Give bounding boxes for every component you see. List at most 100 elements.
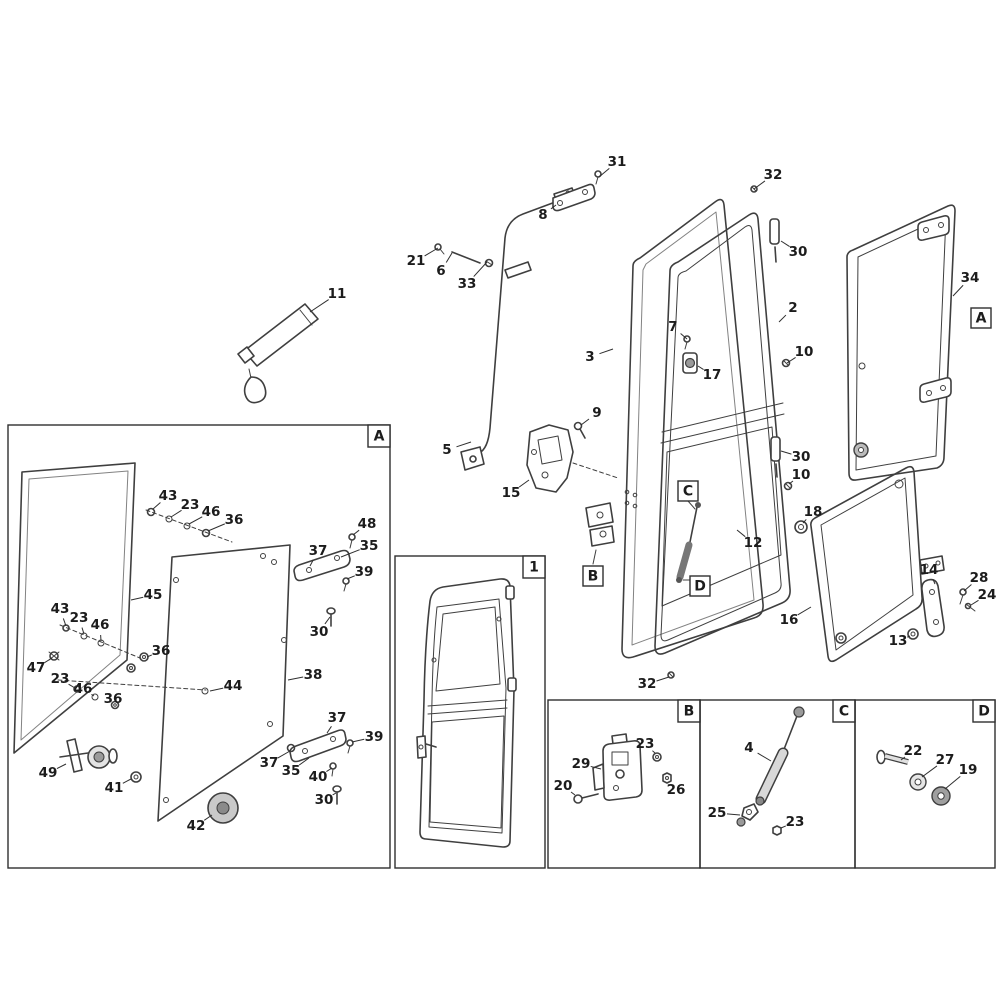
part-label-36-30: 36 — [207, 512, 244, 532]
washer-part23-b — [652, 752, 662, 762]
leader-line — [91, 693, 95, 697]
part-label-20-58: 20 — [554, 778, 576, 796]
part-label-38-46: 38 — [287, 667, 322, 683]
part-label-37-49: 37 — [260, 750, 291, 771]
part-label-17-11: 17 — [697, 365, 721, 383]
glass-part38 — [157, 544, 291, 822]
part-label-3-9: 3 — [585, 348, 614, 365]
part-number-text: 45 — [144, 587, 163, 603]
part-label-12-19: 12 — [736, 529, 762, 551]
leader-line — [736, 529, 746, 538]
part-number-text: 40 — [309, 769, 328, 785]
ref-marker-box-A — [970, 307, 992, 329]
upper-bracket-part8 — [552, 170, 758, 212]
leader-line — [445, 252, 453, 263]
part-label-42-55: 42 — [187, 814, 213, 834]
leader-line — [656, 676, 670, 682]
part-label-5-14: 5 — [442, 441, 472, 458]
part-number-text: 5 — [442, 442, 451, 458]
leader-line — [907, 635, 911, 638]
part-number-text: 13 — [889, 633, 908, 649]
leader-line — [340, 549, 360, 558]
part-label-23-57: 23 — [636, 736, 656, 754]
part-label-6-4: 6 — [436, 252, 453, 279]
screw-part32-bottom — [667, 671, 675, 679]
ref-marker-box-C — [677, 480, 699, 502]
part-number-text: 47 — [27, 660, 46, 676]
detail-1-contents — [416, 578, 517, 848]
part-number-text: 43 — [159, 488, 178, 504]
part-number-text: 33 — [458, 276, 477, 292]
part-number-text: 36 — [225, 512, 244, 528]
section-D: D — [854, 699, 996, 869]
leader-line — [788, 480, 794, 485]
part-label-13-24: 13 — [889, 633, 911, 649]
lower-pane-part12 — [661, 426, 782, 607]
strut-part4 — [757, 749, 787, 803]
section-label-1: 1 — [529, 560, 539, 576]
part-label-35-33: 35 — [340, 538, 378, 558]
diagram-artwork — [13, 170, 976, 848]
part-label-34-8: 34 — [952, 270, 979, 297]
section-label-box-D — [972, 699, 996, 723]
screw-part9 — [573, 421, 583, 431]
part-number-text: 41 — [105, 780, 124, 796]
part-label-25-61: 25 — [708, 805, 741, 821]
leader-line — [326, 726, 332, 734]
part-number-text: 24 — [978, 587, 997, 603]
ref-marker-box-D — [689, 575, 711, 597]
part-label-11-26: 11 — [309, 286, 347, 313]
leader-line — [580, 418, 590, 426]
part-number-text: 21 — [407, 253, 426, 269]
ref-marker-box-B — [582, 565, 604, 587]
part-number-text: 32 — [764, 167, 783, 183]
latch-bracket-part15 — [526, 421, 619, 493]
part-label-46-38: 46 — [91, 617, 109, 642]
part-number-text: 15 — [502, 485, 521, 501]
part-label-36-39: 36 — [146, 643, 171, 659]
section-border-1 — [394, 555, 546, 869]
leader-line — [970, 599, 979, 606]
part-label-46-29: 46 — [188, 504, 220, 525]
leader-line — [81, 627, 85, 635]
door-frame-part2 — [654, 212, 791, 655]
ref-marker-label-C: C — [683, 484, 693, 500]
wing-bolt-part47 — [49, 651, 59, 661]
leader-line — [56, 763, 67, 769]
screw-part20 — [573, 794, 583, 804]
part-number-text: 30 — [789, 244, 808, 260]
part-label-14-21: 14 — [920, 562, 938, 585]
part-label-40-51: 40 — [309, 767, 333, 785]
ref-marker-D: D — [689, 575, 711, 597]
detail-a-contents — [13, 462, 356, 824]
leader-line — [130, 596, 144, 601]
leader-line — [780, 825, 787, 829]
part-label-39-34: 39 — [346, 564, 373, 580]
part-number-text: 19 — [959, 762, 978, 778]
section-label-A: A — [374, 429, 385, 445]
section-label-box-1 — [522, 555, 546, 579]
hinge-pins-right — [667, 218, 793, 679]
leader-line — [152, 502, 161, 510]
leader-line — [921, 765, 938, 778]
leader-line — [277, 750, 291, 759]
part-number-text: 32 — [638, 676, 657, 692]
part-label-21-3: 21 — [407, 247, 439, 269]
part-number-text: 23 — [786, 814, 805, 830]
leader-line — [287, 676, 304, 681]
part-label-8-1: 8 — [538, 204, 557, 223]
nut-part23-c — [772, 825, 782, 836]
part-number-text: 36 — [152, 643, 171, 659]
leader-line — [900, 756, 906, 761]
leader-line — [944, 775, 961, 790]
washer-part13 — [907, 628, 919, 640]
part-number-text: 11 — [328, 286, 347, 302]
part-number-text: 37 — [309, 543, 328, 559]
screw-part32-top — [750, 185, 758, 193]
part-number-text: 8 — [538, 207, 547, 223]
part-number-text: 23 — [636, 736, 655, 752]
leader-line — [570, 791, 576, 796]
